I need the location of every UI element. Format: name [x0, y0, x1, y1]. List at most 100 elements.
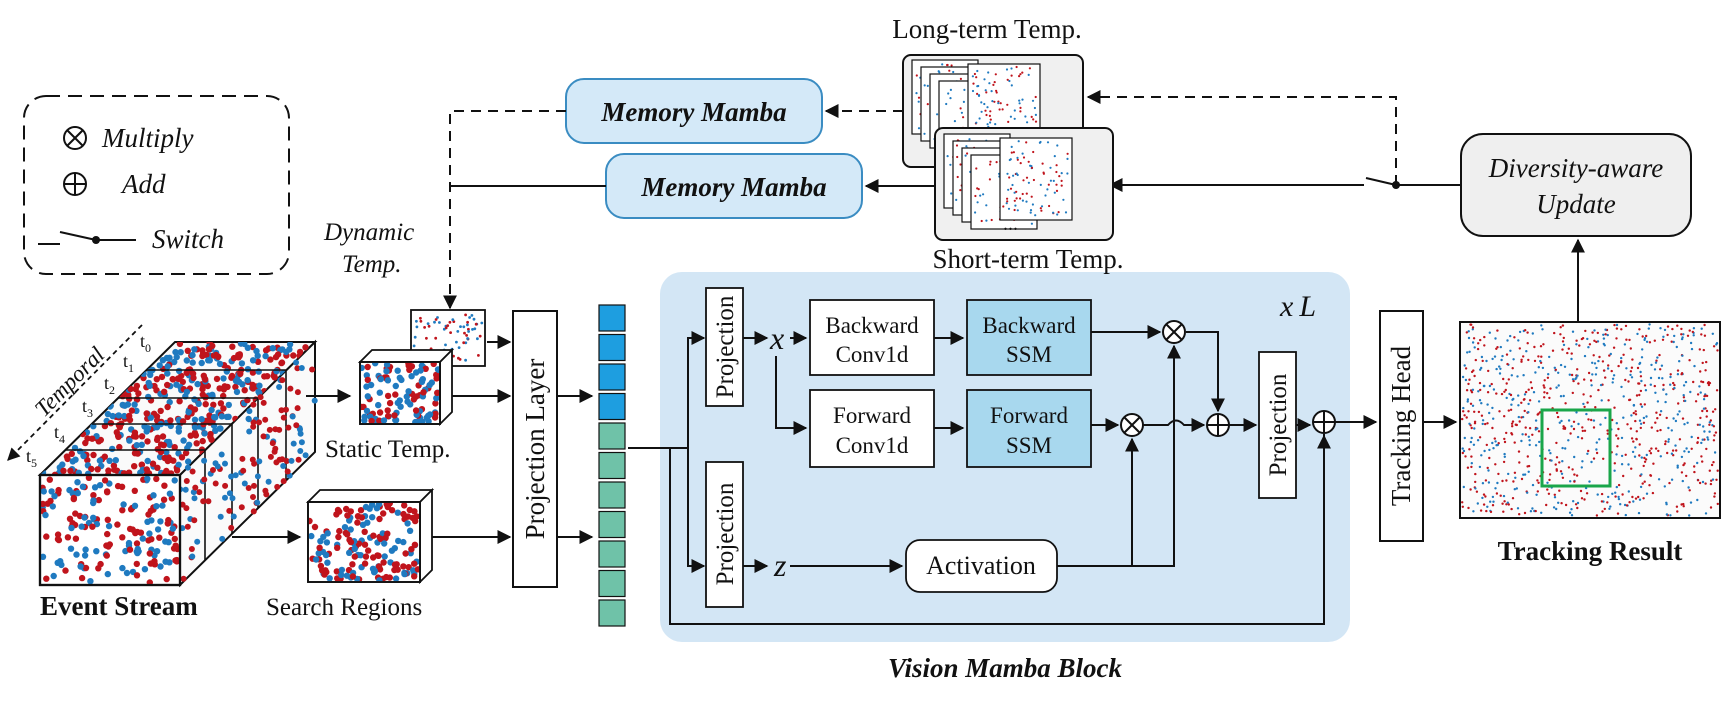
- result-dot: [1606, 432, 1610, 435]
- static-dot: [417, 367, 424, 374]
- proj-out-box: Projection: [1258, 351, 1297, 499]
- short-term-frame-dot: [1027, 181, 1030, 184]
- event-dot: [147, 371, 154, 378]
- event-dot: [48, 488, 55, 495]
- result-dot: [1617, 364, 1620, 368]
- result-dot: [1687, 486, 1690, 489]
- result-dot: [1461, 501, 1464, 504]
- event-dot: [285, 424, 292, 431]
- short-term-frame-dot: [1019, 162, 1022, 165]
- result-dot: [1654, 391, 1657, 394]
- result-dot: [1680, 333, 1683, 336]
- event-dot: [153, 475, 160, 483]
- event-dot: [90, 514, 97, 521]
- result-dot: [1658, 353, 1661, 357]
- short-term-frame-dot: [1056, 213, 1059, 216]
- result-dot: [1602, 369, 1606, 372]
- result-dot: [1473, 374, 1476, 378]
- result-dot: [1644, 458, 1648, 461]
- result-dot: [1583, 429, 1587, 432]
- long-term-frame-dot: [978, 117, 981, 120]
- static-dot: [376, 417, 383, 424]
- dynamic-dot: [427, 324, 431, 328]
- result-dot: [1469, 402, 1473, 405]
- event-dot: [93, 548, 100, 555]
- result-dot: [1470, 323, 1473, 326]
- dynamic-dot: [467, 330, 470, 333]
- result-dot: [1484, 422, 1487, 426]
- result-dot: [1473, 420, 1477, 423]
- result-dot: [1562, 427, 1565, 430]
- result-dot: [1593, 362, 1597, 365]
- event-dot: [49, 503, 56, 510]
- result-dot: [1662, 383, 1665, 387]
- long-term-frame-dot: [971, 89, 975, 93]
- event-dot: [134, 450, 141, 457]
- event-dot: [191, 416, 199, 423]
- long-term-frame-dot: [983, 78, 986, 81]
- result-dot: [1534, 419, 1538, 422]
- result-dot: [1480, 414, 1484, 417]
- token: [598, 599, 626, 627]
- event-dot: [60, 467, 67, 474]
- result-dot: [1537, 481, 1540, 484]
- result-dot: [1487, 481, 1491, 484]
- repeat-count: L: [1298, 290, 1316, 323]
- search-dot: [405, 564, 412, 571]
- result-dot: [1699, 416, 1702, 420]
- short-term-frame-dot: [1056, 144, 1059, 147]
- event-dot: [183, 357, 190, 364]
- short-term-frame-dot: [980, 219, 983, 223]
- result-dot: [1651, 491, 1655, 495]
- svg-text:t4: t4: [54, 422, 65, 446]
- event-dot: [67, 467, 74, 474]
- event-dot: [185, 409, 192, 416]
- backward-conv1d-l2: Conv1d: [836, 342, 909, 367]
- event-dot: [262, 352, 269, 360]
- result-dot: [1562, 425, 1565, 428]
- result-dot: [1491, 495, 1495, 499]
- result-dot: [1550, 459, 1553, 462]
- result-dot: [1510, 507, 1513, 511]
- result-dot: [1509, 349, 1512, 352]
- event-dot: [50, 572, 57, 580]
- event-dot: [254, 473, 261, 480]
- result-dot: [1712, 461, 1715, 464]
- tracking-result-caption: Tracking Result: [1498, 536, 1683, 566]
- svg-text:t0: t0: [140, 331, 151, 355]
- static-dot: [418, 378, 426, 385]
- result-dot: [1715, 389, 1719, 392]
- event-dot: [250, 401, 257, 408]
- result-dot: [1588, 480, 1591, 483]
- result-dot: [1648, 449, 1651, 453]
- result-dot: [1639, 375, 1643, 378]
- static-dot: [360, 403, 365, 411]
- event-dot: [126, 546, 134, 553]
- short-term-frame-dot: [959, 163, 962, 166]
- result-dot: [1520, 477, 1524, 481]
- result-dot: [1693, 465, 1696, 468]
- static-dot: [432, 410, 439, 417]
- result-dot: [1561, 340, 1565, 343]
- result-dot: [1479, 338, 1482, 342]
- result-dot: [1685, 447, 1688, 450]
- result-dot: [1544, 457, 1547, 460]
- result-dot: [1711, 478, 1715, 481]
- result-dot: [1516, 375, 1519, 378]
- result-dot: [1556, 415, 1560, 419]
- long-term-frame-dot: [936, 113, 939, 116]
- event-dot: [131, 401, 138, 408]
- event-dot: [228, 473, 235, 480]
- dynamic-dot: [425, 336, 428, 340]
- event-dot: [245, 416, 252, 423]
- short-term-frame-dot: [965, 145, 968, 148]
- result-dot: [1635, 394, 1639, 397]
- result-dot: [1567, 439, 1570, 442]
- event-dot: [78, 523, 85, 530]
- event-dot: [249, 381, 256, 389]
- proj-out-label: Projection: [1265, 373, 1292, 476]
- result-dot: [1485, 359, 1488, 363]
- result-dot: [1585, 412, 1588, 416]
- event-dot: [295, 456, 302, 463]
- result-dot: [1653, 384, 1657, 388]
